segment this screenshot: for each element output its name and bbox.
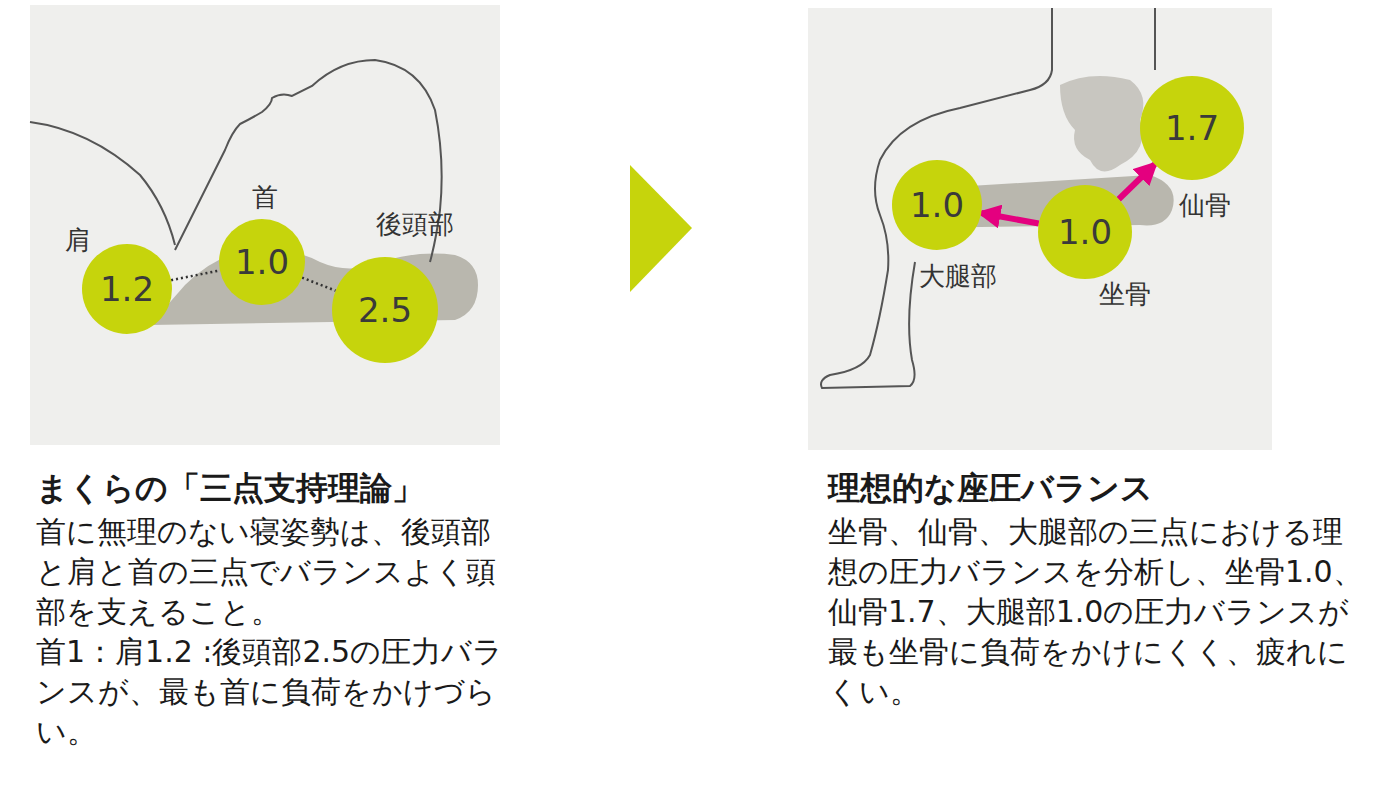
caption-body: 坐骨、仙骨、大腿部の三点における理想の圧力バランスを分析し、坐骨1.0、仙骨1.…	[828, 512, 1368, 712]
pressure-circle: 大腿部1.0	[892, 160, 982, 250]
pressure-arrow	[981, 213, 1038, 223]
pressure-circle: 後頭部2.5	[332, 257, 438, 363]
part-name: 仙骨	[1179, 188, 1231, 223]
pressure-value: 1.7	[1140, 76, 1244, 180]
part-name: 肩	[65, 223, 91, 258]
right-panel	[808, 8, 1272, 450]
pressure-arrow	[1119, 164, 1155, 199]
pressure-value: 2.5	[332, 257, 438, 363]
next-arrow	[630, 165, 692, 292]
left-panel	[30, 5, 500, 445]
pressure-value: 1.2	[82, 244, 172, 334]
caption-heading: まくらの「三点支持理論」	[36, 468, 516, 508]
back-outline	[1154, 8, 1156, 70]
pressure-value: 1.0	[892, 160, 982, 250]
part-name: 首	[252, 180, 278, 215]
pressure-value: 1.0	[219, 219, 305, 305]
caption-body: 首1：肩1.2 :後頭部2.5の圧力バランスが、最も首に負荷をかけづらい。	[36, 632, 514, 752]
caption-body: 首に無理のない寝姿勢は、後頭部と肩と首の三点でバランスよく頭部を支えること。	[36, 512, 514, 632]
dotted-link	[171, 270, 220, 280]
pelvis-bone	[1060, 76, 1143, 171]
pressure-circle: 首1.0	[219, 219, 305, 305]
caption-heading: 理想的な座圧バランス	[828, 468, 1368, 508]
dotted-link	[302, 278, 336, 291]
pressure-value: 1.0	[1038, 185, 1132, 279]
body-outline	[30, 122, 175, 245]
pressure-circle: 坐骨1.0	[1038, 185, 1132, 279]
part-name: 大腿部	[919, 259, 997, 294]
part-name: 坐骨	[1099, 277, 1151, 312]
part-name: 後頭部	[376, 207, 454, 242]
pressure-circle: 肩1.2	[82, 244, 172, 334]
pressure-circle: 仙骨1.7	[1140, 76, 1244, 180]
